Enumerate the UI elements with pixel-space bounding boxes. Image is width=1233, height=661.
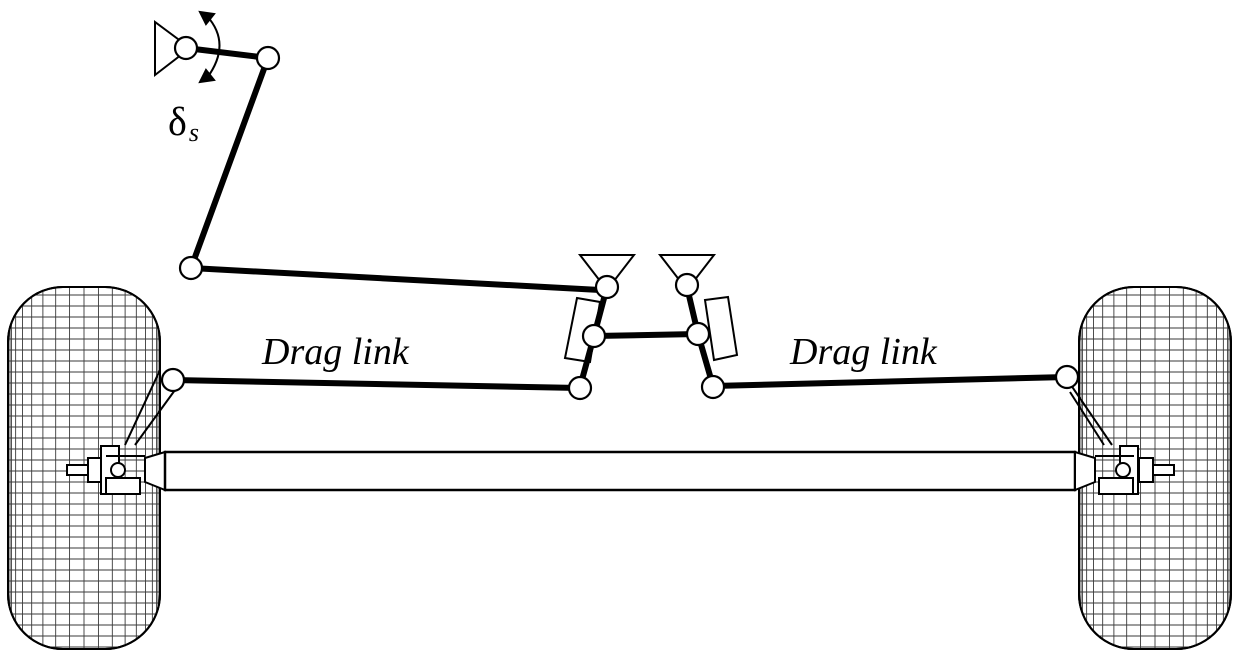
drag-link-label-left: Drag link bbox=[262, 331, 409, 373]
rotation-arrow-icon bbox=[198, 10, 221, 84]
steering-column-mount bbox=[154, 20, 192, 78]
right-drag-link bbox=[710, 374, 1070, 389]
joint-drag-right-outer bbox=[1054, 364, 1080, 390]
pitman-mount bbox=[577, 254, 637, 292]
joints bbox=[160, 35, 1080, 401]
joint-drag-left-outer bbox=[160, 367, 186, 393]
steering-input-arm bbox=[183, 45, 271, 61]
right-hub bbox=[1095, 445, 1175, 495]
joint-center-left bbox=[581, 323, 607, 349]
left-hub bbox=[66, 445, 145, 495]
joint-drag-right-inner bbox=[700, 374, 726, 400]
joint-pitman-pivot bbox=[594, 274, 620, 300]
left-steering-arm bbox=[124, 369, 176, 446]
left-drag-link bbox=[170, 377, 583, 391]
axle-beam bbox=[144, 450, 1096, 492]
idler-mount bbox=[657, 254, 717, 292]
long-connecting-link bbox=[188, 265, 603, 293]
steering-shaft-link bbox=[188, 55, 271, 271]
joint-center-right bbox=[685, 321, 711, 347]
joint-idler-pivot bbox=[674, 272, 700, 298]
center-link bbox=[591, 331, 701, 339]
joint-shaft-bottom bbox=[178, 255, 204, 281]
joint-input-arm bbox=[255, 45, 281, 71]
drag-link-label-right: Drag link bbox=[790, 331, 937, 373]
frame-mounts bbox=[154, 20, 717, 292]
joint-drag-left-inner bbox=[567, 375, 593, 401]
links bbox=[170, 45, 1070, 391]
steering-angle-label: δs bbox=[168, 99, 199, 147]
joint-column bbox=[173, 35, 199, 61]
